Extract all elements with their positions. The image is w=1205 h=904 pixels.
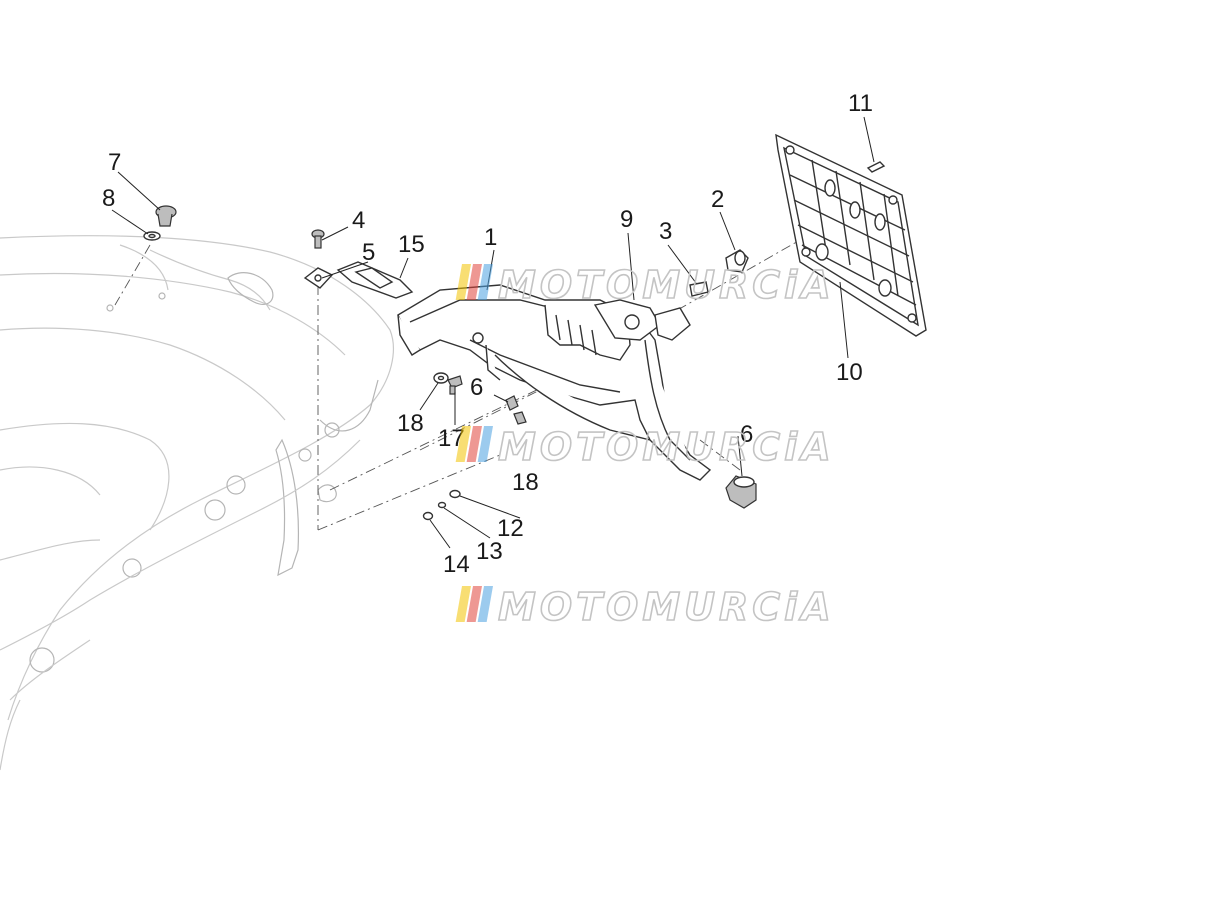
callout-11: 11: [848, 90, 873, 117]
watermark-text: MOTOMURCiA: [498, 585, 835, 629]
callout-15: 15: [398, 231, 425, 258]
callout-9: 9: [620, 206, 633, 233]
watermark-middle: MOTOMURCiA: [455, 424, 835, 470]
callout-10: 10: [836, 359, 863, 386]
watermark-stripe-red: [466, 264, 482, 300]
watermark-stripe-blue: [477, 264, 493, 300]
screw-part-11: [866, 161, 886, 173]
callout-6-upper: 6: [470, 374, 483, 401]
watermark-stripe-blue: [477, 426, 493, 462]
bolt-part-6-upper: [505, 395, 527, 425]
callout-6-lower: 6: [740, 421, 753, 448]
watermark-text: MOTOMURCiA: [498, 263, 835, 307]
callout-13: 13: [476, 538, 503, 565]
callout-14: 14: [443, 551, 470, 578]
watermark-top: MOTOMURCiA: [455, 262, 835, 308]
push-pin-part-7: [155, 205, 177, 227]
watermark-bottom: MOTOMURCiA: [455, 584, 835, 630]
callout-18-center: 18: [512, 469, 539, 496]
watermark-stripe-red: [466, 586, 482, 622]
callout-12: 12: [497, 515, 524, 542]
callout-labels: 1 2 3 4 5 6 6 7 8 9 10 11 12 13 14 15 17…: [102, 90, 873, 578]
callout-7: 7: [108, 149, 121, 176]
clip-nut-part-5: [303, 267, 334, 289]
watermark-text: MOTOMURCiA: [498, 425, 835, 469]
rear-body-panel: [0, 235, 394, 771]
gasket-part-15: [336, 261, 414, 299]
callout-2: 2: [711, 186, 724, 213]
rubber-buffer-part-6-lower: [725, 475, 757, 509]
screw-part-17: [447, 375, 463, 395]
screw-part-4: [311, 229, 325, 249]
watermark-stripe-yellow: [455, 586, 471, 622]
grommet-part-2: [725, 249, 749, 273]
watermark-stripe-yellow: [455, 426, 471, 462]
bolt-part-3: [689, 281, 709, 297]
watermark-stripe-blue: [477, 586, 493, 622]
callout-3: 3: [659, 218, 672, 245]
callout-4: 4: [352, 207, 365, 234]
leader-lines: [111, 116, 875, 549]
watermark-stripe-yellow: [455, 264, 471, 300]
callout-5: 5: [362, 239, 375, 266]
washer-part-18: [433, 372, 449, 384]
callout-18-left: 18: [397, 410, 424, 437]
callout-1: 1: [484, 224, 497, 251]
nut-part-14: [422, 511, 434, 521]
license-plate-holder-part-10: [775, 133, 927, 337]
washer-part-12: [449, 489, 461, 499]
callout-8: 8: [102, 185, 115, 212]
washer-part-13: [437, 501, 447, 509]
plate-holder-bracket: [397, 284, 712, 481]
watermark-stripe-red: [466, 426, 482, 462]
